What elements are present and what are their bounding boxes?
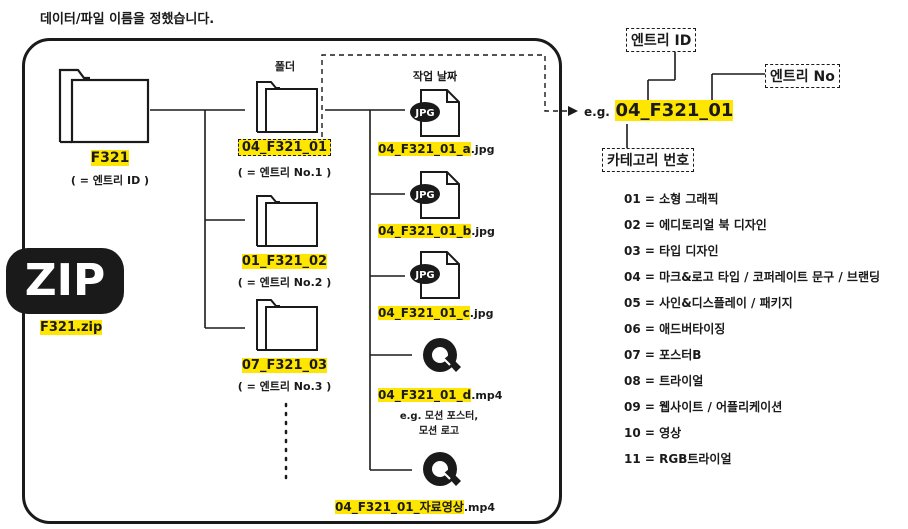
category-item: 11 = RGB트라이얼 [624, 452, 732, 466]
folder-column-header: 폴더 [274, 60, 296, 73]
svg-text:JPG: JPG [414, 108, 434, 119]
quicktime-icon [420, 448, 464, 496]
folder-note: ( = 엔트리 No.2 ) [237, 276, 332, 289]
quicktime-icon [420, 334, 464, 382]
file-name: 04_F321_01_a.jpg [378, 142, 495, 156]
category-item: 07 = 포스터B [624, 348, 702, 362]
folder-name: 04_F321_01 [237, 139, 332, 156]
folder-name: 01_F321_02 [241, 254, 328, 269]
root-folder-name: F321 [90, 150, 130, 166]
folder-icon [255, 296, 319, 356]
folder-icon [255, 192, 319, 252]
jpg-file-icon: JPG [407, 88, 463, 142]
file-name: 04_F321_01_b.jpg [378, 224, 495, 238]
category-item: 10 = 영상 [624, 426, 682, 440]
category-item: 04 = 마크&로고 타입 / 코퍼레이트 문구 / 브랜딩 [624, 270, 881, 284]
zip-badge: ZIP [6, 248, 124, 314]
category-number-label: 카테고리 번호 [602, 148, 695, 172]
category-item: 09 = 웹사이트 / 어플리케이션 [624, 400, 783, 414]
category-item: 02 = 에디토리얼 북 디자인 [624, 218, 767, 232]
folder-note: ( = 엔트리 No.3 ) [237, 380, 332, 393]
page-title: 데이터/파일 이름을 정했습니다. [40, 12, 215, 27]
entry-id-label: 엔트리 ID [626, 28, 697, 52]
file-note: 모션 로고 [418, 426, 460, 437]
folder-icon [255, 78, 319, 138]
folder-note: ( = 엔트리 No.1 ) [237, 166, 332, 179]
category-item: 01 = 소형 그래픽 [624, 192, 719, 206]
svg-text:JPG: JPG [414, 270, 434, 281]
svg-text:JPG: JPG [414, 190, 434, 201]
jpg-file-icon: JPG [407, 170, 463, 224]
category-item: 03 = 타입 디자인 [624, 244, 719, 258]
category-item: 08 = 트라이얼 [624, 374, 704, 388]
zip-filename: F321.zip [40, 320, 103, 335]
category-item: 05 = 사인&디스플레이 / 패키지 [624, 296, 793, 310]
folder-name: 07_F321_03 [241, 358, 328, 373]
file-note: e.g. 모션 포스터, [399, 411, 479, 422]
example-filename: e.g. 04_F321_01 [584, 100, 734, 121]
file-name: 04_F321_01_d.mp4 [378, 388, 503, 402]
entry-no-label: 엔트리 No [765, 64, 840, 88]
root-folder-icon [58, 66, 150, 148]
jpg-file-icon: JPG [407, 250, 463, 304]
root-folder-note: ( = 엔트리 ID ) [70, 174, 150, 187]
file-name: 04_F321_01_자료영상.mp4 [335, 500, 495, 514]
category-item: 06 = 애드버타이징 [624, 322, 726, 336]
file-name: 04_F321_01_c.jpg [378, 306, 494, 320]
work-date-column-header: 작업 날짜 [412, 70, 458, 83]
